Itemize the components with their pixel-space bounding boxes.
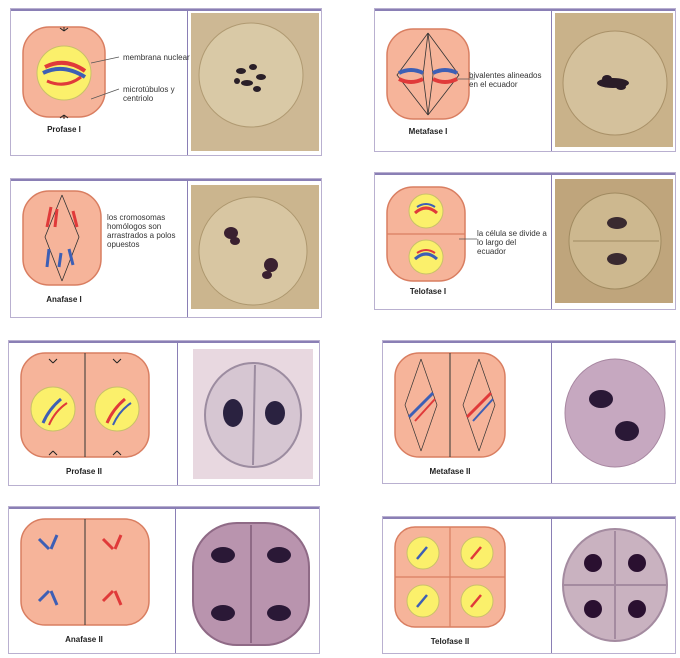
panel-border-top: [383, 517, 675, 519]
panel-divider: [187, 179, 188, 317]
panel-divider: [177, 341, 178, 485]
micrograph: [191, 185, 319, 309]
panel-border-top: [383, 341, 675, 343]
stage-title: Profase I: [29, 125, 99, 134]
micrograph: [557, 349, 673, 477]
profase-ii-diagram: [17, 349, 153, 461]
panel-divider: [551, 517, 552, 653]
stage-title: Metafase II: [415, 467, 485, 476]
micrograph: [557, 523, 673, 647]
panel-border-top: [9, 341, 319, 343]
label-bivalentes: bivalentes alineados en el ecuador: [469, 71, 549, 89]
panel-divider: [551, 9, 552, 151]
telofase-ii-diagram: [391, 523, 509, 631]
anafase-i-diagram: [19, 187, 105, 291]
panel-profase-i: membrana nuclear microtúbulos y centriol…: [10, 8, 322, 156]
pointer-lines: [91, 49, 121, 109]
panel-divider: [187, 9, 188, 155]
label-membrana-nuclear: membrana nuclear: [123, 53, 193, 62]
panel-border-top: [11, 179, 321, 181]
stage-title: Profase II: [49, 467, 119, 476]
panel-telofase-i: la célula se divide a lo largo del ecuad…: [374, 172, 676, 310]
panel-divider: [551, 341, 552, 483]
panel-metafase-ii: Metafase II: [382, 340, 676, 484]
micrograph: [187, 519, 315, 649]
panel-anafase-ii: Anafase II: [8, 506, 320, 654]
stage-title: Metafase I: [393, 127, 463, 136]
panel-telofase-ii: Telofase II: [382, 516, 676, 654]
stage-title: Anafase II: [49, 635, 119, 644]
label-microtubulos: microtúbulos y centriolo: [123, 85, 185, 103]
panel-border-top: [375, 9, 675, 11]
stage-title: Telofase I: [393, 287, 463, 296]
panel-profase-ii: Profase II: [8, 340, 320, 486]
stage-title: Anafase I: [29, 295, 99, 304]
panel-metafase-i: bivalentes alineados en el ecuador Metaf…: [374, 8, 676, 152]
anafase-ii-diagram: [17, 515, 153, 629]
panel-divider: [551, 173, 552, 309]
stage-title: Telofase II: [415, 637, 485, 646]
panel-divider: [175, 507, 176, 653]
micrograph: [555, 13, 673, 147]
telofase-i-diagram: [383, 183, 469, 287]
micrograph: [193, 349, 313, 479]
label-cromosomas: los cromosomas homólogos son arrastrados…: [107, 213, 179, 249]
metafase-ii-diagram: [391, 349, 509, 461]
label-celula-divide: la célula se divide a lo largo del ecuad…: [477, 229, 547, 256]
micrograph: [555, 179, 673, 303]
panel-border-top: [9, 507, 319, 509]
panel-border-top: [375, 173, 675, 175]
panel-border-top: [11, 9, 321, 11]
pointer-line: [459, 233, 479, 245]
panel-anafase-i: los cromosomas homólogos son arrastrados…: [10, 178, 322, 318]
micrograph: [191, 13, 319, 151]
